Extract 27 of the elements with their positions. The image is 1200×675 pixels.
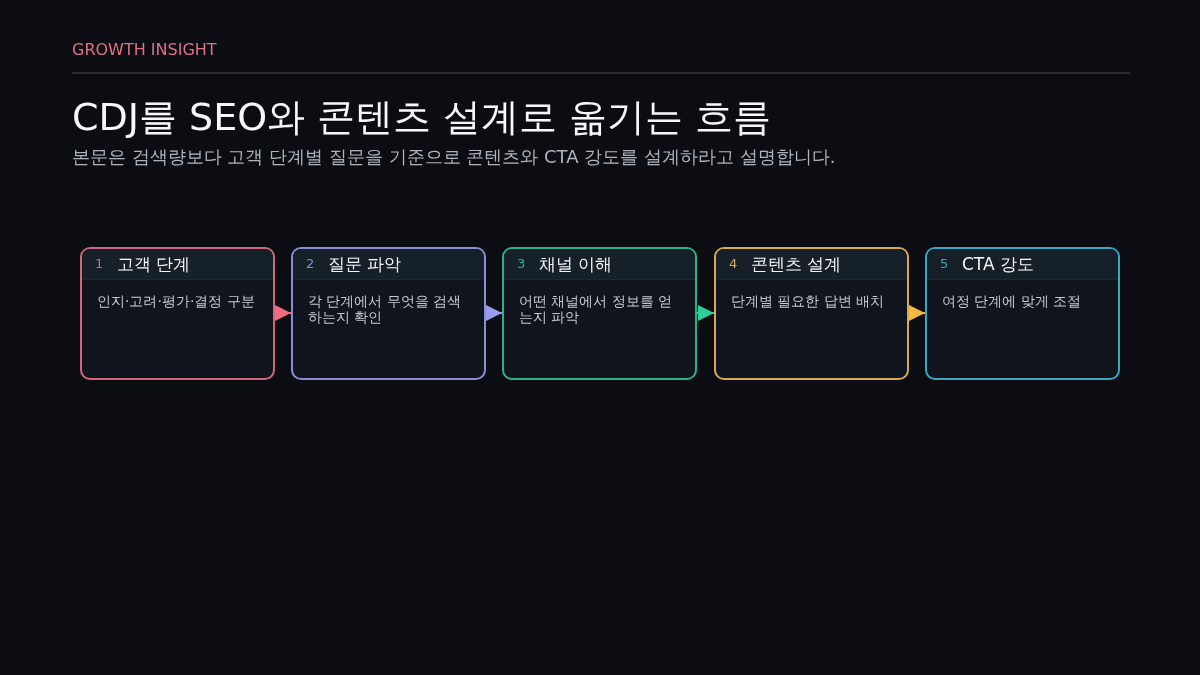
step-description: 각 단계에서 무엇을 검색하는지 확인 — [308, 293, 463, 325]
step-description: 여정 단계에 맞게 조절 — [942, 293, 1083, 309]
arrow — [274, 305, 292, 321]
step-card — [291, 247, 486, 380]
step-number: 4 — [729, 256, 738, 271]
arrow — [696, 305, 715, 321]
step-card — [502, 247, 697, 380]
step-card — [925, 247, 1120, 380]
step-number: 5 — [940, 256, 949, 271]
arrow — [908, 305, 926, 321]
step-heading: 채널 이해 — [539, 253, 613, 276]
step-description: 인지·고려·평가·결정 구분 — [97, 293, 256, 309]
title: CDJ를 SEO와 콘텐츠 설계로 옮기는 흐름 — [72, 94, 772, 141]
step-card — [714, 247, 909, 380]
step-heading: 고객 단계 — [117, 253, 191, 276]
subtitle: 본문은 검색량보다 고객 단계별 질문을 기준으로 콘텐츠와 CTA 강도를 설계하라고 설명합니다. — [72, 145, 836, 169]
arrow — [485, 305, 503, 321]
step-description: 단계별 필요한 답변 배치 — [731, 293, 886, 309]
step-number: 1 — [95, 256, 104, 271]
step-card — [80, 247, 275, 380]
step-number: 3 — [517, 256, 526, 271]
step-number: 2 — [306, 256, 315, 271]
step-heading: CTA 강도 — [962, 253, 1034, 276]
step-description: 어떤 채널에서 정보를 얻는지 파악 — [519, 293, 674, 325]
step-heading: 콘텐츠 설계 — [751, 253, 842, 276]
section-kicker: GROWTH INSIGHT — [72, 40, 217, 59]
step-heading: 질문 파악 — [328, 253, 402, 276]
